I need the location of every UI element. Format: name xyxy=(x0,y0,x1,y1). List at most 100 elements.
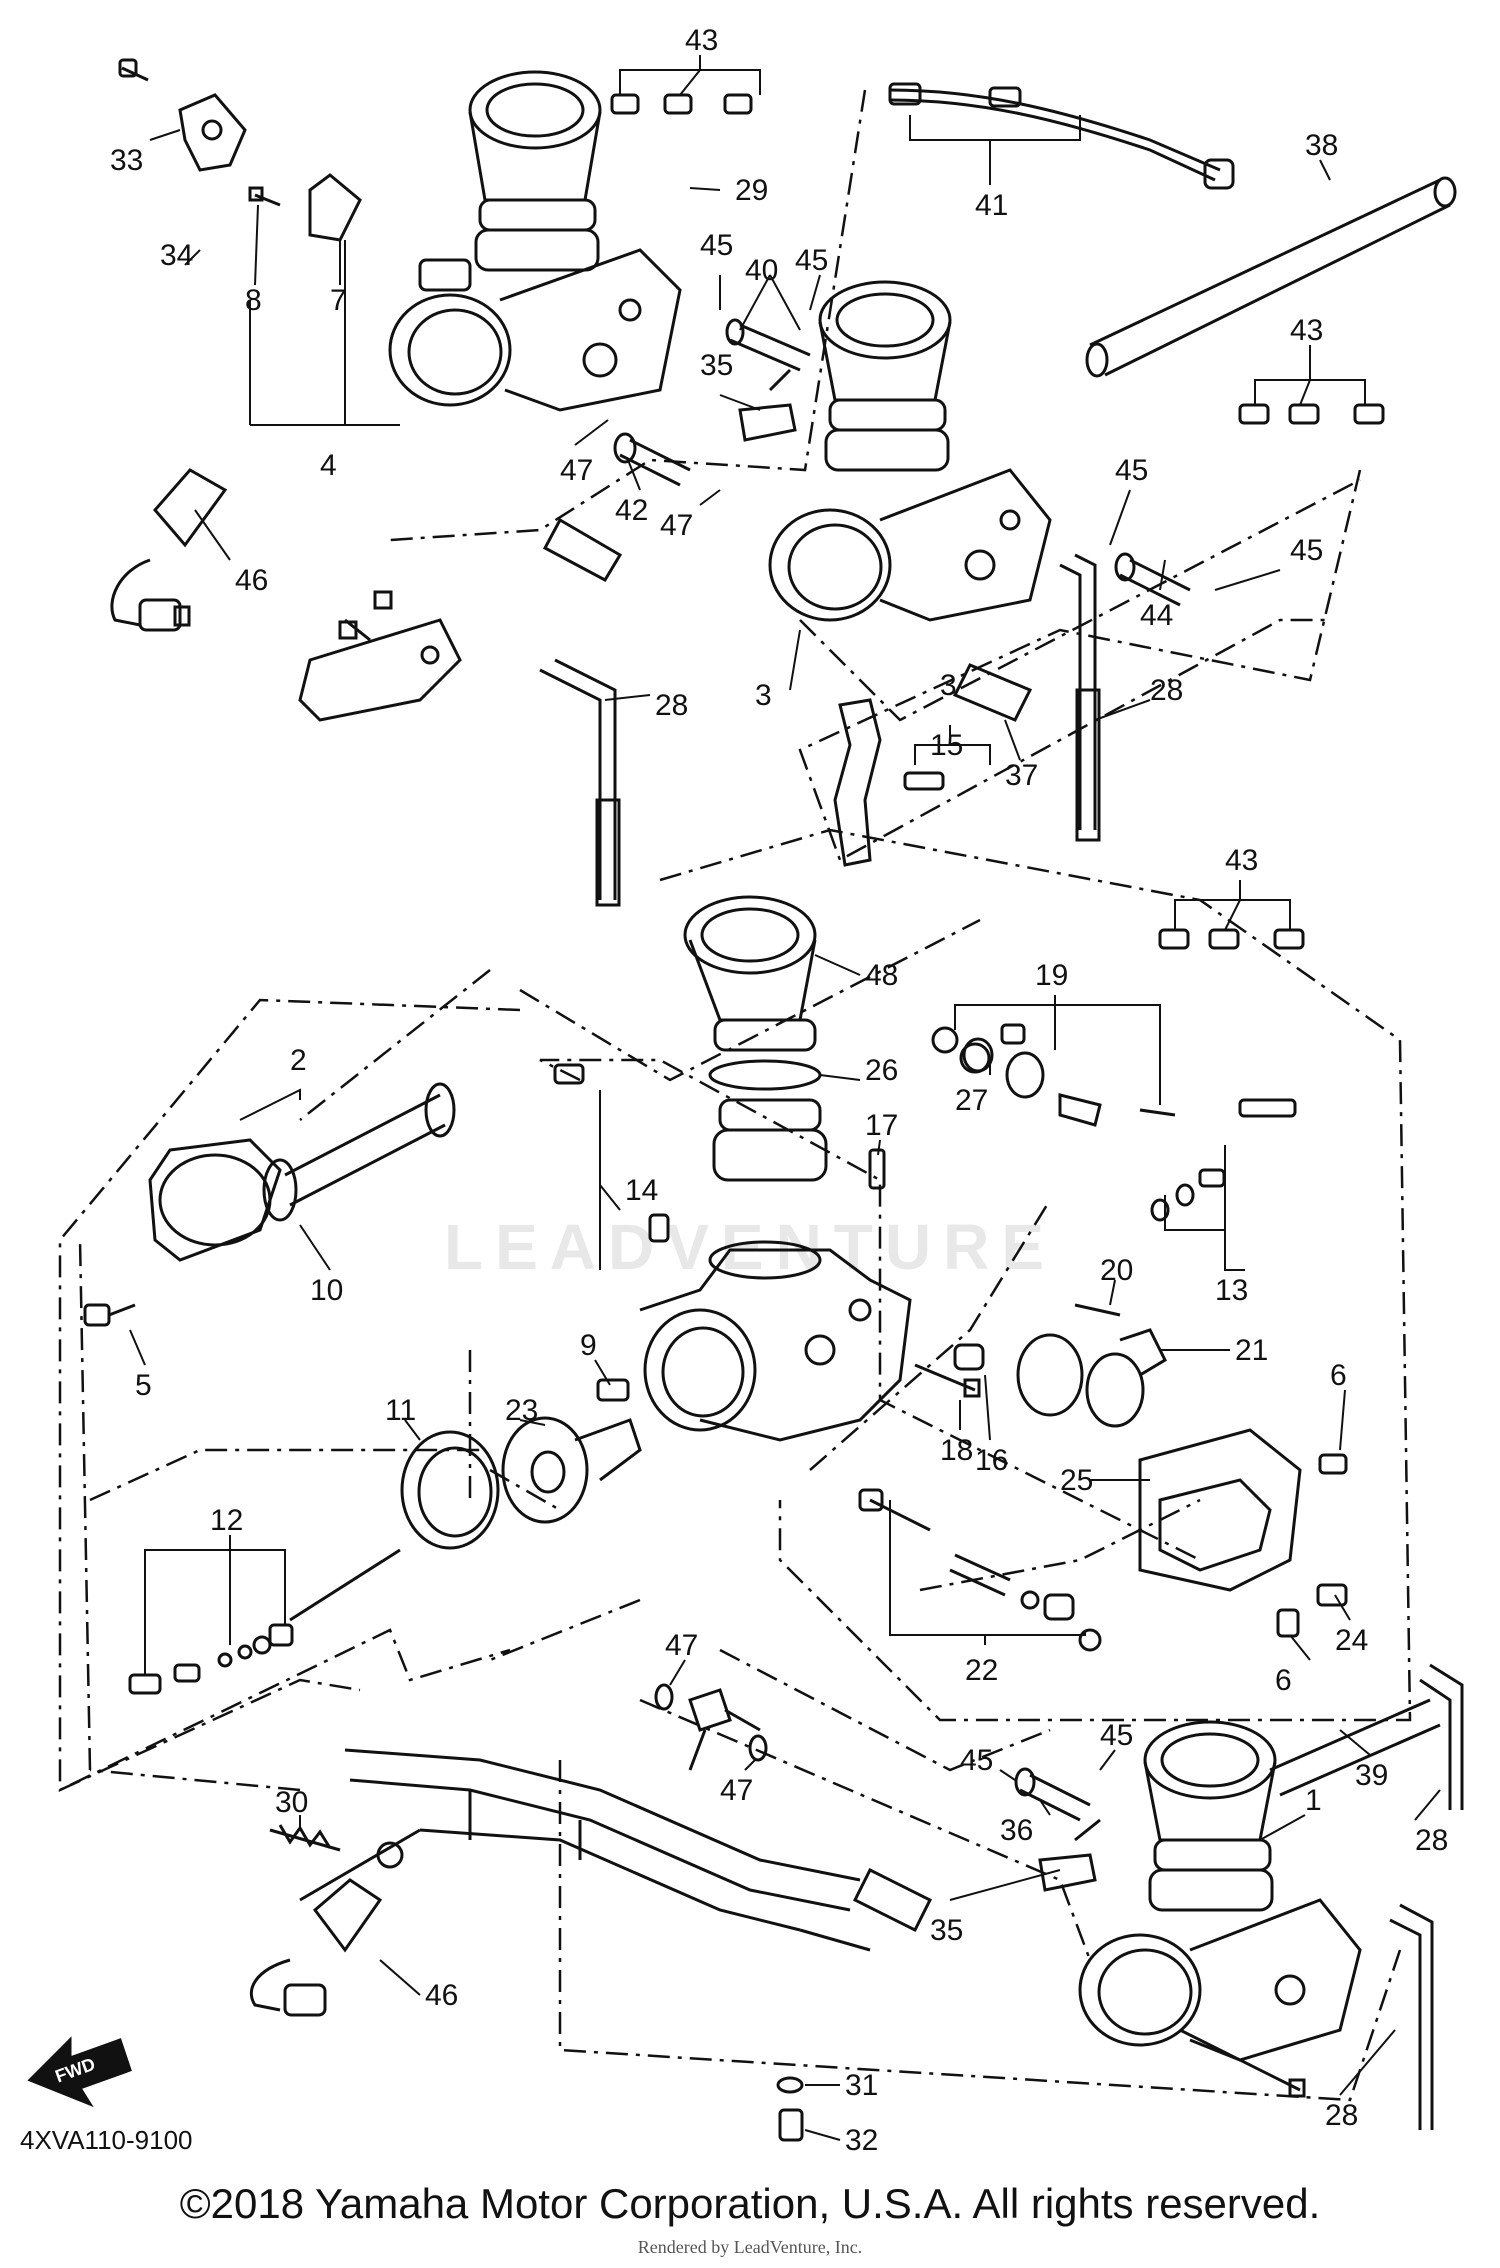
screw-6-upper xyxy=(1318,1453,1348,1475)
callout-34: 34 xyxy=(160,239,193,272)
pipe-42 xyxy=(613,432,691,487)
sleeve-upper xyxy=(542,517,623,582)
screw-18 xyxy=(914,1363,981,1398)
callout-22: 22 xyxy=(965,1654,998,1687)
screw-24 xyxy=(1316,1583,1348,1607)
callout-46: 46 xyxy=(425,1979,458,2012)
callout-31: 31 xyxy=(845,2069,878,2102)
callout-1: 1 xyxy=(1305,1784,1322,1817)
joint-35-lower xyxy=(1038,1818,1101,1892)
screws-43-middle xyxy=(1158,928,1305,950)
screw-5 xyxy=(83,1303,136,1327)
funnel-48 xyxy=(683,895,817,1052)
body-cap xyxy=(712,1098,828,1182)
pin-20 xyxy=(1074,1303,1121,1317)
callout-7: 7 xyxy=(330,284,347,317)
hose-38 xyxy=(1085,176,1457,378)
float-chamber-25 xyxy=(1138,1428,1302,1592)
callout-3: 3 xyxy=(940,669,957,702)
pipe-40 xyxy=(725,318,811,372)
callout-47: 47 xyxy=(660,509,693,542)
callout-12: 12 xyxy=(210,1504,243,1537)
spring-30 xyxy=(269,1824,404,1869)
callout-14: 14 xyxy=(625,1174,658,1207)
hose-28-left xyxy=(539,658,621,907)
callout-35: 35 xyxy=(700,349,733,382)
callout-35: 35 xyxy=(930,1914,963,1947)
callout-24: 24 xyxy=(1335,1624,1368,1657)
needle-set-12 xyxy=(128,1548,401,1695)
fwd-arrow-icon xyxy=(27,2036,132,2108)
plug-9 xyxy=(596,1378,630,1402)
callout-16: 16 xyxy=(975,1444,1008,1477)
joint-35-top xyxy=(738,368,797,442)
callout-9: 9 xyxy=(580,1329,597,1362)
float-21 xyxy=(1016,1328,1167,1428)
callout-33: 33 xyxy=(110,144,143,177)
screw-17 xyxy=(868,1148,886,1190)
pilot-screw-22 xyxy=(858,1488,1102,1652)
jet-set-19 xyxy=(931,1023,1176,1127)
copyright-notice: ©2018 Yamaha Motor Corporation, U.S.A. A… xyxy=(179,2180,1321,2227)
main-carb-body xyxy=(639,1240,912,1442)
callout-32: 32 xyxy=(845,2124,878,2157)
bracket-lower-left xyxy=(298,590,462,722)
callout-36: 36 xyxy=(1000,1814,1033,1847)
pipe-44 xyxy=(1114,552,1191,607)
watermark: LEADVENTURE xyxy=(443,1211,1057,1283)
callout-45: 45 xyxy=(1100,1719,1133,1752)
hose-46-lower xyxy=(249,1878,383,2017)
screws-43-right xyxy=(1238,403,1385,425)
t-joint-47 xyxy=(654,1683,768,1771)
screw-16 xyxy=(953,1343,985,1371)
leader-lines xyxy=(129,55,1441,2141)
callout-45: 45 xyxy=(960,1744,993,1777)
callout-39: 39 xyxy=(1355,1759,1388,1792)
cover-2 xyxy=(148,1138,282,1262)
callout-28: 28 xyxy=(1325,2099,1358,2132)
hose-39 xyxy=(1269,1698,1441,1797)
hose-46-upper xyxy=(110,468,228,632)
callout-43: 43 xyxy=(685,24,718,57)
callout-45: 45 xyxy=(1290,534,1323,567)
callout-38: 38 xyxy=(1305,129,1338,162)
callout-17: 17 xyxy=(865,1109,898,1142)
callout-47: 47 xyxy=(720,1774,753,1807)
sleeve-lower xyxy=(852,1867,933,1933)
callout-18: 18 xyxy=(940,1434,973,1467)
dashed-outlines xyxy=(58,89,1412,2102)
callout-27: 27 xyxy=(955,1084,988,1117)
callout-41: 41 xyxy=(975,189,1008,222)
piston-23 xyxy=(501,1416,642,1524)
callout-29: 29 xyxy=(735,174,768,207)
sleeve-37 xyxy=(952,663,1033,722)
callout-42: 42 xyxy=(615,494,648,527)
carburetor-upper-left xyxy=(388,70,682,412)
callout-25: 25 xyxy=(1060,1464,1093,1497)
parts-14 xyxy=(553,1063,670,1243)
callout-20: 20 xyxy=(1100,1254,1133,1287)
callout-47: 47 xyxy=(560,454,593,487)
callout-5: 5 xyxy=(135,1369,152,1402)
bracket-7 xyxy=(248,173,362,242)
callout-43: 43 xyxy=(1225,844,1258,877)
rendered-by-notice: Rendered by LeadVenture, Inc. xyxy=(637,2237,863,2257)
screws-43-top xyxy=(610,93,753,115)
callout-40: 40 xyxy=(745,254,778,287)
callout-10: 10 xyxy=(310,1274,343,1307)
callout-45: 45 xyxy=(700,229,733,262)
callout-8: 8 xyxy=(245,284,262,317)
callout-44: 44 xyxy=(1140,599,1173,632)
pipe-36 xyxy=(1014,1767,1091,1822)
hose-28-right xyxy=(1059,553,1101,842)
callout-26: 26 xyxy=(865,1054,898,1087)
carburetor-lower xyxy=(1078,1720,1362,2098)
bracket-15 xyxy=(833,698,945,867)
part-code: 4XVA110-9100 xyxy=(20,2125,193,2155)
callout-23: 23 xyxy=(505,1394,538,1427)
callout-6: 6 xyxy=(1330,1359,1347,1392)
callout-37: 37 xyxy=(1005,759,1038,792)
callout-28: 28 xyxy=(1415,1824,1448,1857)
callout-13: 13 xyxy=(1215,1274,1248,1307)
